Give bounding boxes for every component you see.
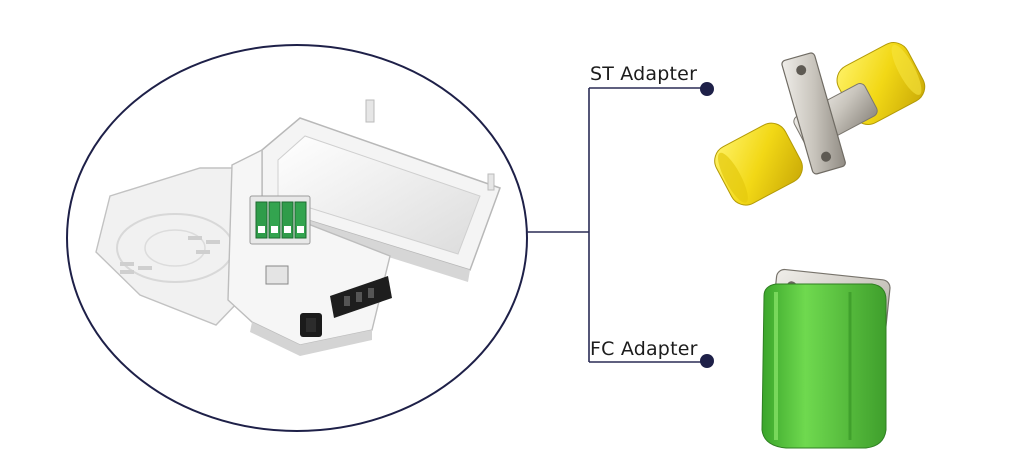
connector-lines bbox=[527, 87, 707, 363]
st-adapter-label: ST Adapter bbox=[590, 63, 698, 85]
fc-dot bbox=[700, 354, 714, 368]
st-adapter-image bbox=[714, 42, 926, 206]
cable-ports bbox=[265, 265, 392, 337]
frame-ellipse bbox=[66, 44, 528, 432]
fc-adapter-image bbox=[761, 268, 891, 449]
fiber-terminal-box bbox=[95, 99, 501, 356]
fc-adapter-label: FC Adapter bbox=[590, 338, 698, 360]
splice-tray bbox=[95, 167, 263, 326]
st-dot bbox=[700, 82, 714, 96]
sc-adapter-block bbox=[249, 195, 311, 245]
fc-green-body bbox=[761, 283, 887, 449]
